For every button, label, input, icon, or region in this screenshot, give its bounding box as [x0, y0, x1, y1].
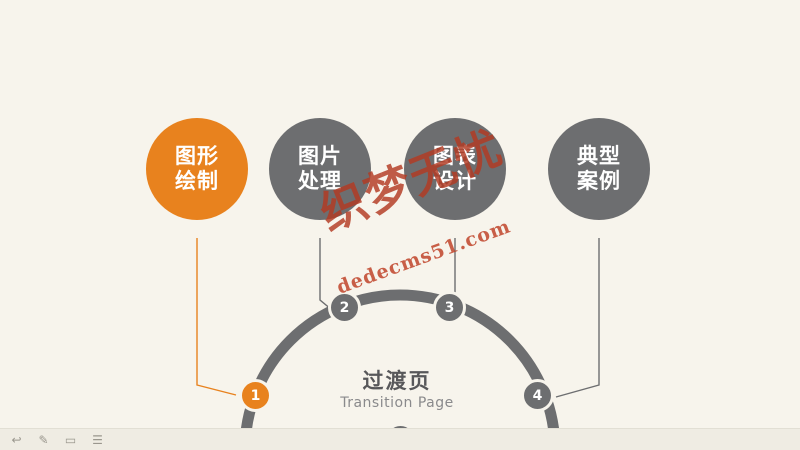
node-4-number: 4 — [532, 387, 543, 404]
bubble-2[interactable]: 图片 处理 — [269, 118, 371, 220]
undo-icon[interactable]: ↩ — [11, 432, 22, 447]
bubble-3-label: 图表 设计 — [433, 144, 477, 193]
player-toolbar[interactable]: ↩ ✎ ▭ ☰ — [0, 428, 800, 450]
shape-icon[interactable]: ▭ — [64, 432, 77, 447]
center-subtitle: Transition Page — [340, 395, 454, 411]
pen-icon[interactable]: ✎ — [38, 432, 49, 447]
bubble-2-label: 图片 处理 — [298, 144, 342, 193]
node-2-number: 2 — [339, 299, 350, 316]
bubble-1-label: 图形 绘制 — [175, 144, 219, 193]
node-4[interactable]: 4 — [521, 379, 554, 412]
node-1-number: 1 — [250, 387, 261, 404]
bubble-4[interactable]: 典型 案例 — [548, 118, 650, 220]
bubble-1[interactable]: 图形 绘制 — [146, 118, 248, 220]
node-2[interactable]: 2 — [328, 291, 361, 324]
node-3[interactable]: 3 — [433, 291, 466, 324]
node-1[interactable]: 1 — [239, 379, 272, 412]
node-3-number: 3 — [444, 299, 455, 316]
bubble-4-label: 典型 案例 — [577, 144, 621, 193]
menu-icon[interactable]: ☰ — [92, 432, 103, 447]
bubble-3[interactable]: 图表 设计 — [404, 118, 506, 220]
center-title: 过渡页 — [362, 369, 432, 393]
